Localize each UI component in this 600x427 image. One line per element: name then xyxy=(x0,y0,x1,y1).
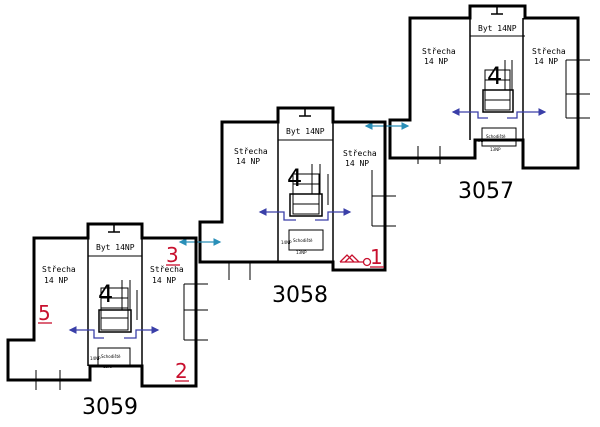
tag-3058-b: 13NP xyxy=(296,250,307,255)
room-3057-center: Byt 14NP xyxy=(478,24,517,33)
tag-3059-b: 13NP xyxy=(103,364,114,369)
room-3057-right-sub: 14 NP xyxy=(534,57,558,66)
room-3058-left-title: Střecha xyxy=(234,147,268,156)
stairs-3059: Schodiště xyxy=(101,354,121,359)
room-3059-right-sub: 14 NP xyxy=(152,276,176,285)
stairs-3057: Schodiště xyxy=(486,134,506,139)
floor-3058: 4 xyxy=(287,164,302,192)
building-3059 xyxy=(6,222,208,390)
tag-3057-b: 13NP xyxy=(490,147,501,152)
marker-1: 1 xyxy=(370,245,383,269)
marker-5: 5 xyxy=(38,301,51,325)
room-3057-right-title: Střecha xyxy=(532,47,566,56)
floor-3059: 4 xyxy=(98,280,113,308)
room-3057-left-sub: 14 NP xyxy=(424,57,448,66)
room-3057-left-title: Střecha xyxy=(422,47,456,56)
room-3058-left-sub: 14 NP xyxy=(236,157,260,166)
building-3057 xyxy=(364,4,590,170)
room-3058-right-sub: 14 NP xyxy=(345,159,369,168)
tag-3057-a: 14NP xyxy=(474,138,485,143)
stairs-3058: Schodiště xyxy=(293,238,313,243)
room-3059-right-title: Střecha xyxy=(150,265,184,274)
building-3058 xyxy=(178,106,396,280)
room-3058-right-title: Střecha xyxy=(343,149,377,158)
tag-3058-a: 14NP xyxy=(281,240,292,245)
building-number-3057: 3057 xyxy=(458,179,514,204)
room-3059-center: Byt 14NP xyxy=(96,243,135,252)
room-3059-left-sub: 14 NP xyxy=(44,276,68,285)
building-number-3058: 3058 xyxy=(272,283,328,308)
room-3059-left-title: Střecha xyxy=(42,265,76,274)
marker-2: 2 xyxy=(175,359,188,383)
marker-3: 3 xyxy=(166,243,179,267)
room-3058-center: Byt 14NP xyxy=(286,127,325,136)
floor-3057: 4 xyxy=(487,62,502,90)
building-number-3059: 3059 xyxy=(82,395,138,420)
tag-3059-a: 14NP xyxy=(90,356,101,361)
